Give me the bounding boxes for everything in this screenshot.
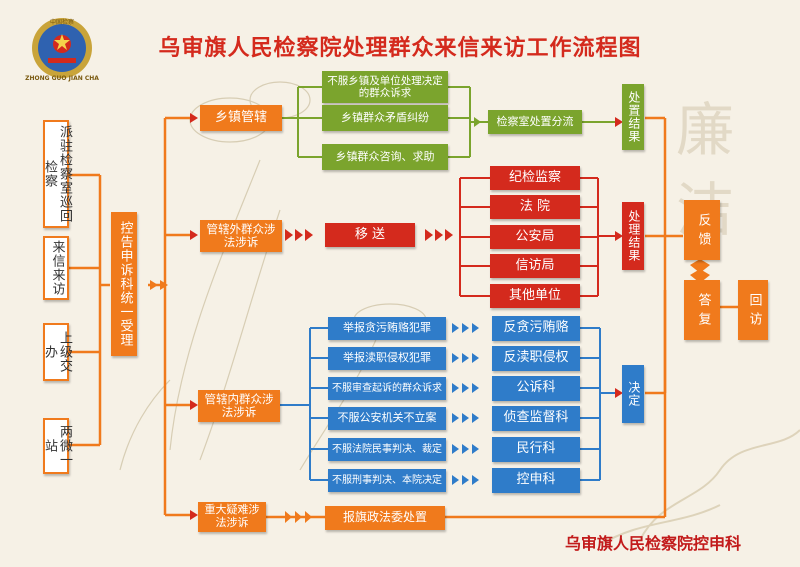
watermark-char-1: 廉 — [676, 96, 734, 164]
svg-text:ZHONG GUO JIAN CHA: ZHONG GUO JIAN CHA — [25, 75, 99, 82]
inside-dept-prosecution: 公诉科 — [492, 376, 580, 401]
branch-outside-label: 管辖外群众涉法涉诉 — [200, 220, 282, 252]
major-handler: 报旗政法委处置 — [325, 506, 445, 530]
outside-target-court: 法 院 — [490, 195, 580, 219]
inside-dept-civil: 民行科 — [492, 437, 580, 462]
inside-dept-antimalfeasance: 反渎职侵权 — [492, 346, 580, 371]
outside-target-petition: 信访局 — [490, 254, 580, 278]
procuratorate-emblem-icon: ZHONG GUO JIAN CHA 中国检察 — [25, 18, 99, 82]
inside-result: 决定 — [622, 365, 644, 423]
page-title: 乌审旗人民检察院处理群众来信来访工作流程图 — [158, 35, 642, 61]
hub-unified-acceptance: 控告申诉科统一受理 — [111, 212, 137, 356]
township-handler: 检察室处置分流 — [488, 110, 582, 134]
outside-result: 处理结果 — [622, 202, 644, 270]
branch-major-label: 重大疑难涉法涉诉 — [198, 502, 266, 532]
source-patrol-inspection: 派驻检察室巡回检察 — [42, 120, 72, 228]
outside-transfer: 移 送 — [325, 223, 415, 247]
township-item-2: 乡镇群众矛盾纠纷 — [322, 105, 448, 131]
inside-dept-anticorruption: 反贪污贿赂 — [492, 316, 580, 341]
inside-dept-complaint: 控申科 — [492, 468, 580, 493]
inside-item-6: 不服刑事判决、本院决定 — [328, 469, 446, 492]
department-signature: 乌审旗人民检察院控申科 — [565, 534, 742, 553]
branch-inside-label: 管辖内群众涉法涉诉 — [198, 390, 280, 422]
branch-township-label: 乡镇管辖 — [200, 105, 282, 131]
return-visit-box: 回 访 — [738, 280, 768, 340]
outside-target-other: 其他单位 — [490, 284, 580, 308]
arrow-markers — [190, 113, 623, 520]
outside-target-police: 公安局 — [490, 225, 580, 249]
reply-box: 答 复 — [684, 280, 720, 340]
outside-target-discipline: 纪检监察 — [490, 166, 580, 190]
township-item-3: 乡镇群众咨询、求助 — [322, 144, 448, 170]
inside-item-3: 不服审查起诉的群众诉求 — [328, 377, 446, 400]
inside-item-2: 举报渎职侵权犯罪 — [328, 347, 446, 370]
township-result: 处置结果 — [622, 84, 644, 150]
inside-item-5: 不服法院民事判决、裁定 — [328, 438, 446, 461]
svg-text:中国检察: 中国检察 — [50, 18, 74, 26]
inside-item-1: 举报贪污贿赂犯罪 — [328, 317, 446, 340]
source-superior-assigned: 上级交办 — [42, 323, 72, 381]
source-online-channels: 两微一站 — [42, 418, 72, 474]
feedback-box: 反 馈 — [684, 200, 720, 260]
inside-dept-investigation: 侦查监督科 — [492, 406, 580, 431]
township-item-1: 不服乡镇及单位处理决定的群众诉求 — [322, 71, 448, 103]
inside-item-4: 不服公安机关不立案 — [328, 407, 446, 430]
source-letters-visits: 来信来访 — [43, 236, 69, 300]
